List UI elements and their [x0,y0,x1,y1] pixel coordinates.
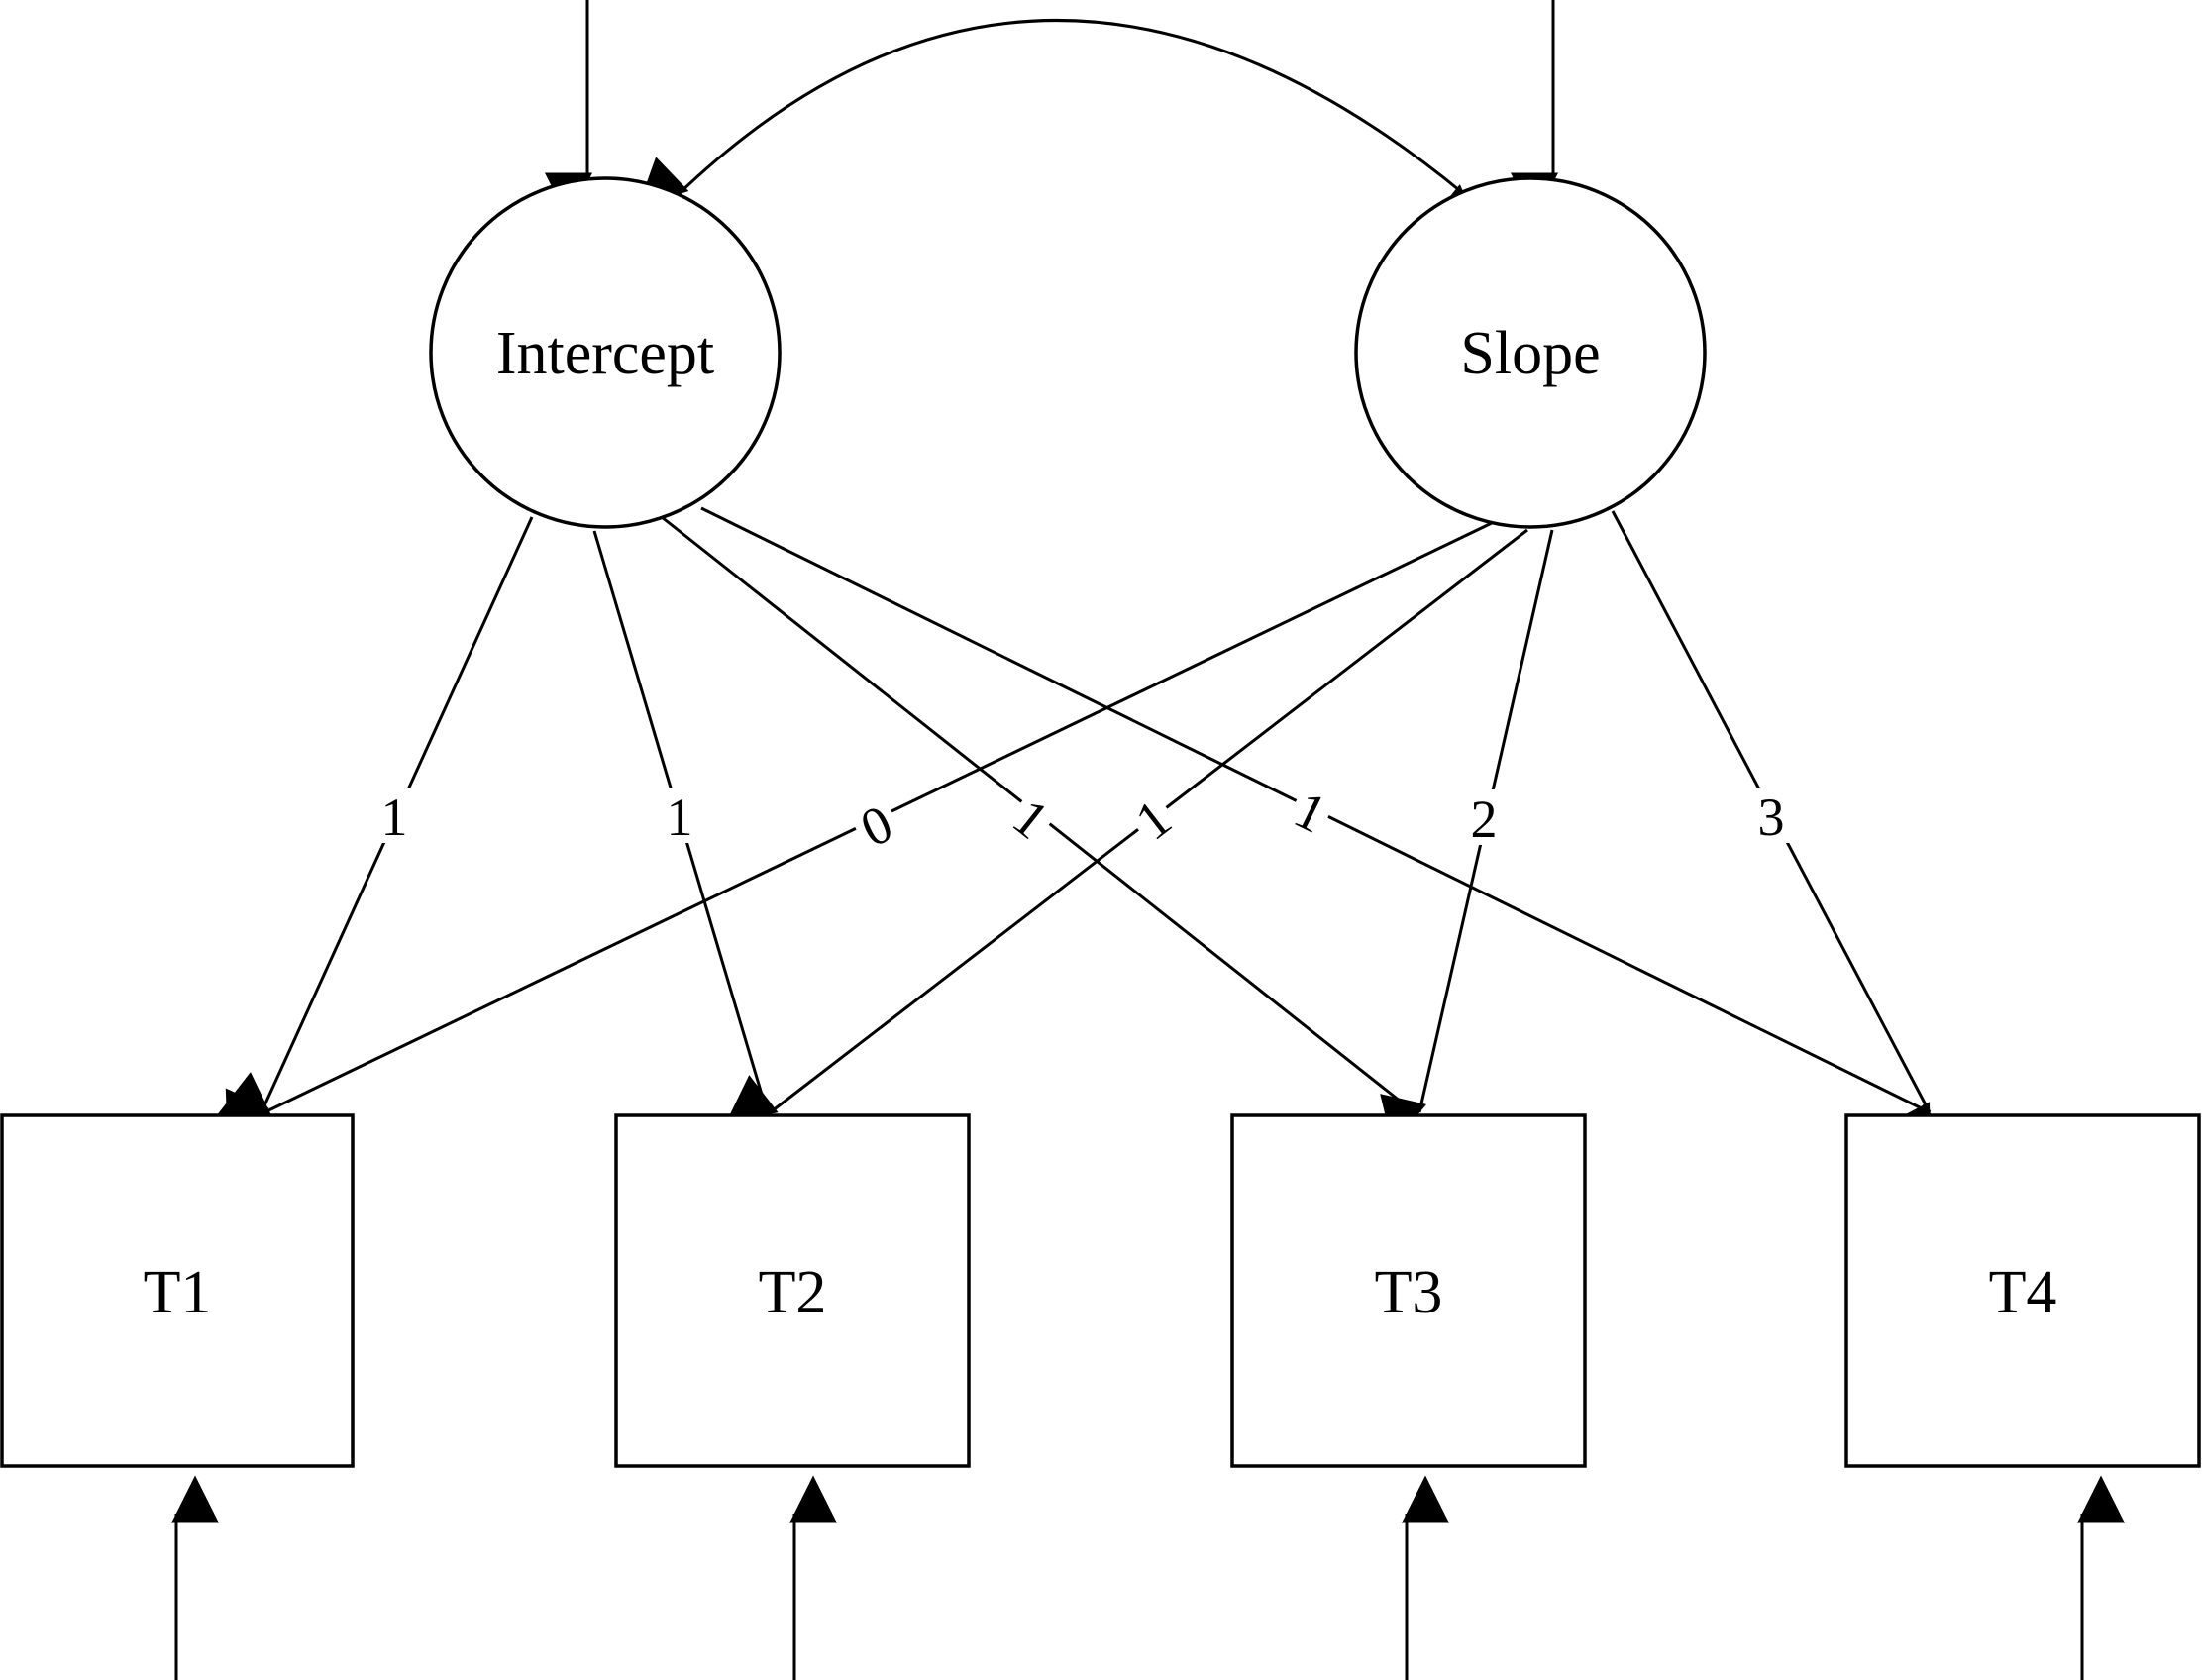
slope-factor: Slope [1354,176,1707,529]
loading-label-intercept-t4: 1 [1283,777,1340,845]
loading-label-slope-t2: 1 [1120,785,1184,852]
observed-t3-label: T3 [1375,1259,1443,1326]
observed-t1-label: T1 [144,1259,212,1326]
loading-label-slope-t4: 3 [1751,788,1791,847]
observed-t2: T2 [614,1113,971,1468]
observed-t1: T1 [0,1113,355,1468]
intercept-factor: Intercept [429,176,782,529]
intercept-factor-label: Intercept [496,320,714,387]
svg-text:3: 3 [1758,788,1785,847]
loading-label-intercept-t1: 1 [376,788,412,847]
svg-text:2: 2 [1471,789,1498,849]
loading-label-slope-t1: 0 [845,790,906,859]
observed-t3: T3 [1230,1113,1587,1468]
observed-t2-label: T2 [759,1259,827,1326]
svg-text:1: 1 [381,788,408,847]
loading-label-intercept-t2: 1 [662,788,697,847]
covariance-arrow [638,19,1482,234]
loading-label-slope-t3: 2 [1464,789,1504,849]
observed-t4: T4 [1844,1113,2201,1468]
loading-label-intercept-t3: 1 [1000,784,1064,850]
svg-text:1: 1 [667,788,693,847]
slope-factor-label: Slope [1460,320,1600,387]
observed-t4-label: T4 [1989,1259,2057,1326]
